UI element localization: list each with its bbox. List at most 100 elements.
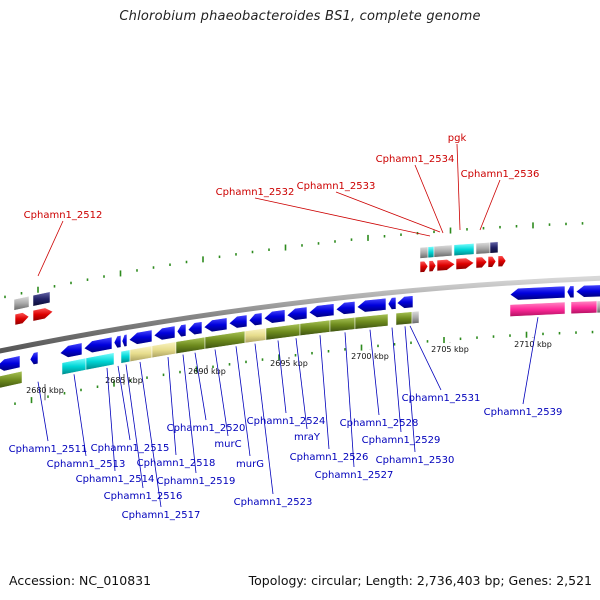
gene-label[interactable]: Cphamn1_2517 (122, 510, 201, 521)
gene-label[interactable]: Cphamn1_2518 (137, 458, 216, 469)
minor-tick (70, 281, 72, 285)
minor-tick (466, 228, 468, 231)
gene-label[interactable]: Cphamn1_2514 (76, 474, 155, 485)
reverse-gene-track (0, 284, 600, 372)
minor-tick (499, 225, 501, 229)
leader-line (319, 335, 330, 450)
gene-label[interactable]: Cphamn1_2531 (402, 393, 481, 404)
cog-block (32, 291, 51, 307)
minor-tick (565, 222, 567, 226)
reverse-gene-arrow (509, 285, 566, 301)
leader-line (344, 332, 355, 468)
scale-label: 2700 kbp (351, 352, 389, 361)
minor-tick (53, 285, 56, 288)
cog-block (489, 241, 499, 254)
minor-tick (334, 240, 336, 243)
reverse-gene-arrow (83, 336, 113, 354)
minor-tick (146, 376, 148, 379)
genome-summary-text: Topology: circular; Length: 2,736,403 bp… (248, 573, 592, 588)
minor-tick (459, 337, 462, 341)
upper-tick-track (4, 222, 584, 299)
minor-tick (251, 250, 254, 254)
gene-label[interactable]: pgk (448, 133, 467, 144)
forward-gene-arrow (428, 260, 437, 273)
minor-tick (548, 223, 551, 226)
reverse-gene-arrow (121, 333, 128, 348)
gene-label[interactable]: Cphamn1_2530 (376, 455, 455, 466)
label-leader-lines (37, 143, 539, 508)
leader-line (214, 349, 229, 437)
gene-label[interactable]: Cphamn1_2528 (340, 418, 419, 429)
minor-tick (476, 336, 478, 339)
gene-label[interactable]: murG (236, 459, 264, 470)
gene-label[interactable]: Cphamn1_2532 (216, 187, 295, 198)
map-title: Chlorobium phaeobacteroides BS1, complet… (119, 9, 481, 24)
major-tick (30, 397, 33, 404)
gene-label[interactable]: Cphamn1_2512 (24, 210, 103, 221)
minor-tick (400, 233, 402, 236)
forward-cog-track (13, 241, 499, 311)
forward-gene-arrow (455, 257, 475, 270)
gene-label[interactable]: Cphamn1_2534 (376, 154, 455, 165)
cog-block (596, 300, 600, 314)
reverse-gene-arrow (356, 297, 387, 313)
reverse-gene-arrow (203, 317, 228, 333)
cog-block (0, 370, 23, 389)
minor-tick (228, 363, 231, 366)
major-tick (195, 366, 198, 373)
cog-block (120, 349, 131, 364)
reverse-gene-arrow (228, 314, 248, 329)
gene-label[interactable]: Cphamn1_2523 (234, 497, 313, 508)
forward-gene-arrow (419, 260, 429, 273)
leader-line (369, 329, 380, 416)
gene-label[interactable]: Cphamn1_2519 (157, 476, 236, 487)
cog-block (419, 246, 429, 259)
gene-label[interactable]: Cphamn1_2539 (484, 407, 563, 418)
forward-gene-track (14, 255, 507, 326)
gene-label[interactable]: mraY (294, 432, 321, 443)
minor-tick (515, 224, 518, 228)
leader-line (254, 197, 431, 237)
minor-tick (14, 402, 16, 405)
cog-block (433, 244, 453, 258)
minor-tick (344, 348, 346, 351)
reverse-gene-arrow (335, 300, 356, 315)
gene-label[interactable]: Cphamn1_2513 (47, 459, 126, 470)
gene-label[interactable]: Cphamn1_2524 (247, 416, 326, 427)
leader-line (106, 367, 116, 472)
reverse-gene-arrow (153, 325, 176, 341)
minor-tick (169, 263, 171, 266)
gene-label[interactable]: Cphamn1_2520 (167, 423, 246, 434)
cog-block (427, 246, 435, 259)
minor-tick (492, 335, 495, 338)
minor-tick (96, 385, 99, 389)
gene-label[interactable]: Cphamn1_2515 (91, 443, 170, 454)
reverse-gene-arrow (113, 334, 122, 349)
gene-label[interactable]: Cphamn1_2529 (362, 435, 441, 446)
major-tick (532, 222, 534, 229)
gene-label[interactable]: Cphamn1_2533 (297, 181, 376, 192)
minor-tick (218, 255, 221, 259)
gene-label[interactable]: Cphamn1_2526 (290, 452, 369, 463)
gene-label[interactable]: Cphamn1_2527 (315, 470, 394, 481)
leader-line (456, 143, 461, 231)
cog-block (13, 295, 30, 311)
major-tick (367, 234, 369, 241)
gene-label[interactable]: Cphamn1_2511 (9, 444, 88, 455)
leader-line (414, 164, 444, 234)
minor-tick (185, 260, 188, 264)
forward-gene-arrow (32, 307, 54, 322)
reverse-gene-arrow (263, 309, 286, 324)
cog-block (354, 313, 389, 330)
reverse-gene-arrow (566, 285, 575, 299)
gene-label[interactable]: Cphamn1_2536 (461, 169, 540, 180)
cog-block (453, 243, 475, 257)
reverse-gene-arrow (308, 303, 335, 318)
minor-tick (317, 242, 320, 245)
gene-label[interactable]: Cphamn1_2516 (104, 491, 183, 502)
reverse-gene-arrow (176, 323, 187, 338)
major-tick (284, 244, 287, 251)
minor-tick (558, 331, 561, 335)
gene-label[interactable]: murC (214, 439, 241, 450)
reverse-gene-arrow (387, 296, 397, 310)
